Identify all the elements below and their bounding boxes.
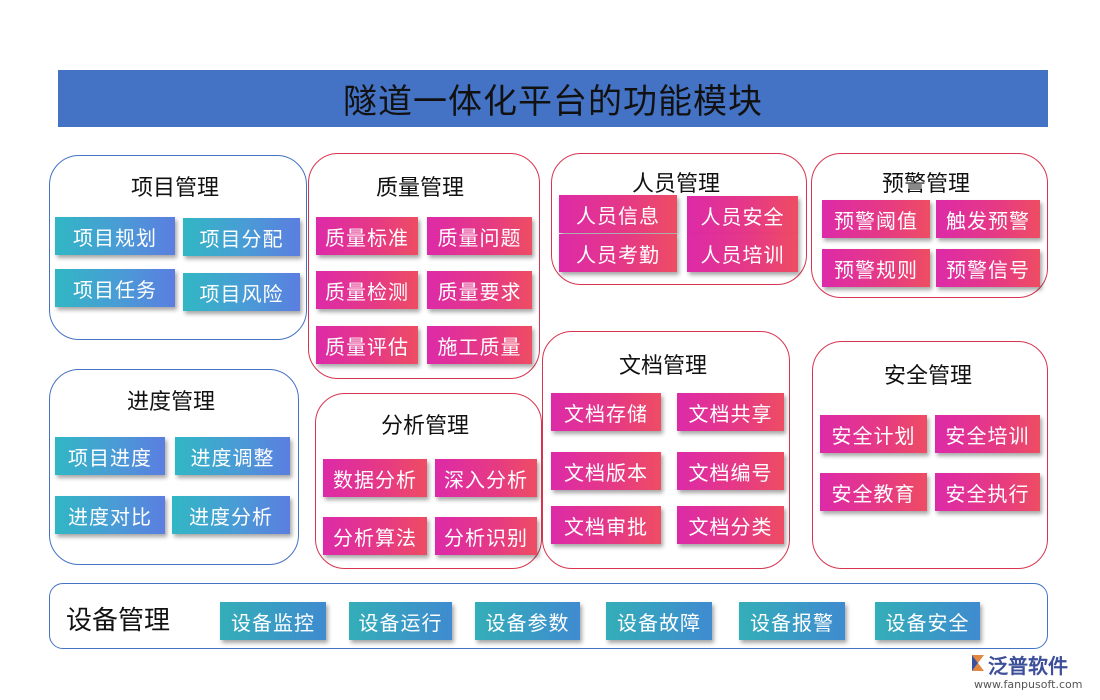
personnel-item-attendance[interactable]: 人员考勤: [559, 234, 677, 272]
progress-panel-title: 进度管理: [127, 390, 216, 415]
logo-url: www.fanpusoft.com: [974, 678, 1083, 691]
safety-panel: [812, 341, 1048, 569]
title-bar: 隧道一体化平台的功能模块: [58, 70, 1048, 127]
document-item-number[interactable]: 文档编号: [677, 452, 784, 490]
analysis-panel-title: 分析管理: [381, 414, 470, 439]
warning-panel-title: 预警管理: [882, 172, 971, 197]
warning-item-signal[interactable]: 预警信号: [936, 249, 1040, 287]
personnel-item-safety[interactable]: 人员安全: [687, 196, 798, 234]
analysis-item-algorithm[interactable]: 分析算法: [323, 517, 427, 555]
safety-item-training[interactable]: 安全培训: [935, 415, 1040, 453]
document-item-approval[interactable]: 文档审批: [551, 506, 661, 544]
document-panel-title: 文档管理: [619, 354, 708, 379]
document-item-share[interactable]: 文档共享: [677, 393, 784, 431]
project-item-risk[interactable]: 项目风险: [183, 273, 300, 311]
warning-item-threshold[interactable]: 预警阈值: [822, 200, 930, 238]
page-title: 隧道一体化平台的功能模块: [343, 82, 763, 122]
progress-item-analysis[interactable]: 进度分析: [172, 496, 290, 534]
safety-panel-title: 安全管理: [884, 364, 973, 389]
quality-item-standard[interactable]: 质量标准: [316, 217, 418, 255]
safety-item-education[interactable]: 安全教育: [820, 473, 927, 511]
analysis-item-recognition[interactable]: 分析识别: [435, 517, 537, 555]
quality-item-issue[interactable]: 质量问题: [427, 217, 532, 255]
project-item-plan[interactable]: 项目规划: [55, 217, 175, 255]
logo-mark-icon: [972, 655, 984, 671]
warning-item-rule[interactable]: 预警规则: [822, 249, 930, 287]
logo-name: 泛普软件: [988, 654, 1068, 678]
equipment-item-parameter[interactable]: 设备参数: [475, 602, 580, 640]
equipment-item-safety[interactable]: 设备安全: [875, 602, 980, 640]
safety-item-plan[interactable]: 安全计划: [820, 415, 927, 453]
document-item-version[interactable]: 文档版本: [551, 452, 661, 490]
project-item-assign[interactable]: 项目分配: [183, 218, 300, 256]
project-item-task[interactable]: 项目任务: [55, 269, 175, 307]
logo: 泛普软件 www.fanpusoft.com: [968, 650, 1093, 696]
safety-item-execution[interactable]: 安全执行: [935, 473, 1040, 511]
personnel-item-info[interactable]: 人员信息: [559, 195, 677, 233]
warning-item-trigger[interactable]: 触发预警: [936, 200, 1040, 238]
personnel-panel-title: 人员管理: [632, 172, 721, 197]
quality-item-construction[interactable]: 施工质量: [427, 326, 532, 364]
equipment-item-monitor[interactable]: 设备监控: [220, 602, 326, 640]
quality-panel-title: 质量管理: [376, 176, 465, 201]
project-panel-title: 项目管理: [131, 176, 220, 201]
progress-item-adjust[interactable]: 进度调整: [175, 437, 290, 475]
quality-item-assessment[interactable]: 质量评估: [316, 326, 418, 364]
progress-item-status[interactable]: 项目进度: [55, 437, 165, 475]
quality-item-inspection[interactable]: 质量检测: [316, 271, 418, 309]
personnel-item-training[interactable]: 人员培训: [687, 234, 798, 272]
document-item-category[interactable]: 文档分类: [677, 506, 784, 544]
analysis-item-data[interactable]: 数据分析: [323, 459, 427, 497]
equipment-item-alarm[interactable]: 设备报警: [739, 602, 845, 640]
document-item-storage[interactable]: 文档存储: [551, 393, 661, 431]
analysis-item-deep[interactable]: 深入分析: [435, 459, 537, 497]
progress-item-compare[interactable]: 进度对比: [55, 496, 165, 534]
equipment-panel-title: 设备管理: [66, 606, 171, 636]
equipment-item-operation[interactable]: 设备运行: [349, 602, 452, 640]
equipment-item-fault[interactable]: 设备故障: [606, 602, 712, 640]
quality-item-requirement[interactable]: 质量要求: [427, 271, 532, 309]
